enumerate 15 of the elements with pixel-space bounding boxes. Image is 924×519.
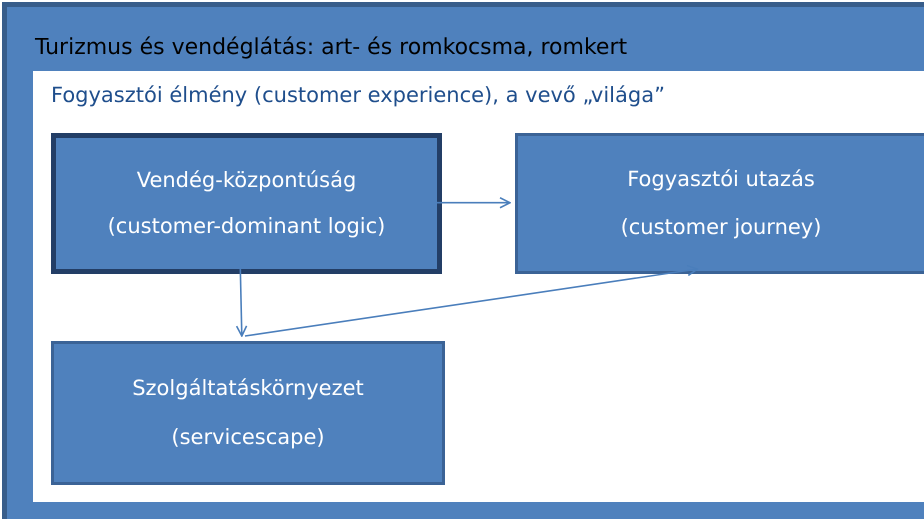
arrow bbox=[437, 196, 511, 209]
panel-title: Fogyasztói élmény (customer experience), a vevő „világa” bbox=[51, 83, 665, 107]
frame-title: Turizmus és vendéglátás: art- és romkocsma, romkert bbox=[35, 35, 628, 60]
box-text: (servicescape) bbox=[171, 424, 325, 450]
box-text: Fogyasztói utazás bbox=[627, 166, 815, 192]
process-box bbox=[515, 133, 924, 274]
box-text: Vendég-központúság bbox=[136, 168, 356, 193]
box-text: (customer-dominant logic) bbox=[108, 214, 386, 240]
arrow bbox=[244, 264, 698, 337]
box-text: (customer journey) bbox=[620, 214, 822, 240]
process-box bbox=[51, 341, 445, 485]
box-text: Szolgáltatáskörnyezet bbox=[132, 376, 364, 402]
arrow bbox=[236, 268, 248, 337]
process-box bbox=[51, 133, 442, 274]
inner-panel bbox=[33, 71, 924, 502]
